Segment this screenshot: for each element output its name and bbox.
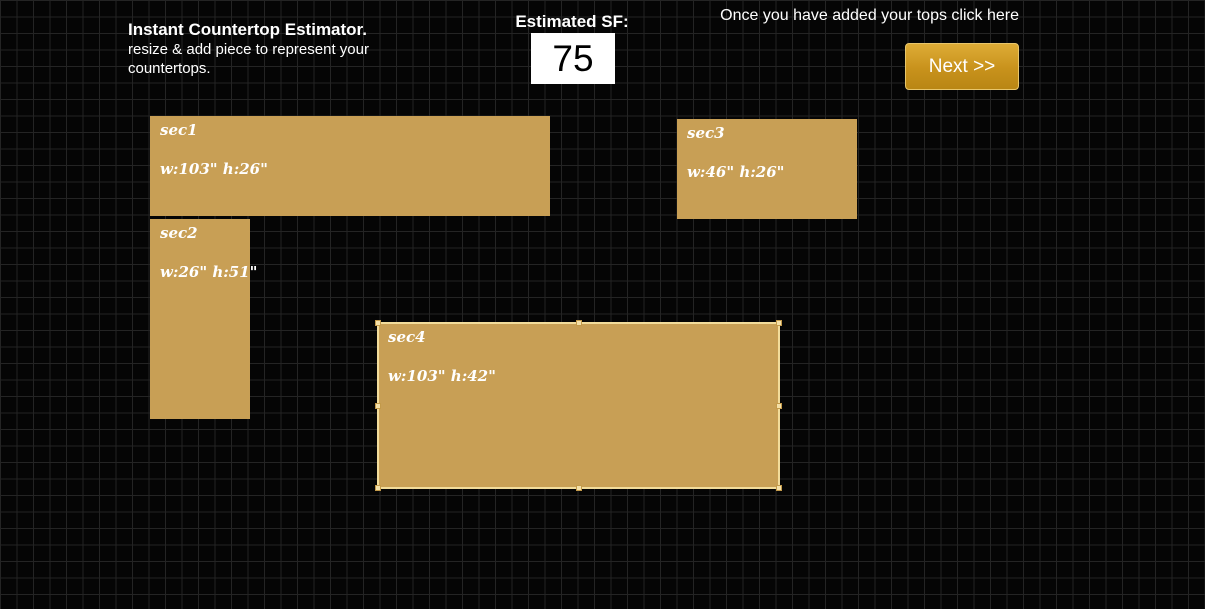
next-button[interactable]: Next >> [905, 43, 1019, 90]
piece-dimensions: w:46" h:26" [687, 163, 785, 181]
estimated-sf-label: Estimated SF: [515, 12, 629, 31]
piece-dimensions: w:103" h:42" [388, 367, 496, 385]
resize-handle-top[interactable] [576, 320, 582, 326]
resize-handle-right[interactable] [776, 403, 782, 409]
piece-name: sec1 [160, 121, 198, 139]
page-subtitle: resize & add piece to represent your cou… [128, 41, 369, 77]
countertop-piece-sec3[interactable]: sec3 w:46" h:26" [677, 119, 857, 219]
intro-block: Instant Countertop Estimator. resize & a… [128, 20, 418, 78]
estimated-sf-value: 75 [531, 33, 615, 84]
resize-handle-bottom[interactable] [576, 485, 582, 491]
next-hint-text: Once you have added your tops click here [720, 7, 1019, 24]
resize-handle-left[interactable] [375, 403, 381, 409]
piece-dimensions: w:103" h:26" [160, 160, 268, 178]
piece-name: sec4 [388, 328, 426, 346]
resize-handle-bottom-right[interactable] [776, 485, 782, 491]
resize-handle-top-right[interactable] [776, 320, 782, 326]
countertop-piece-sec4[interactable]: sec4 w:103" h:42" [375, 320, 782, 491]
piece-name: sec3 [687, 124, 725, 142]
piece-dimensions: w:26" h:51" [160, 263, 258, 281]
resize-handle-top-left[interactable] [375, 320, 381, 326]
resize-handle-bottom-left[interactable] [375, 485, 381, 491]
countertop-piece-sec2[interactable]: sec2 w:26" h:51" [150, 219, 258, 419]
piece-name: sec2 [160, 224, 198, 242]
page-title: Instant Countertop Estimator. [128, 20, 367, 39]
countertop-piece-sec1[interactable]: sec1 w:103" h:26" [150, 116, 550, 216]
